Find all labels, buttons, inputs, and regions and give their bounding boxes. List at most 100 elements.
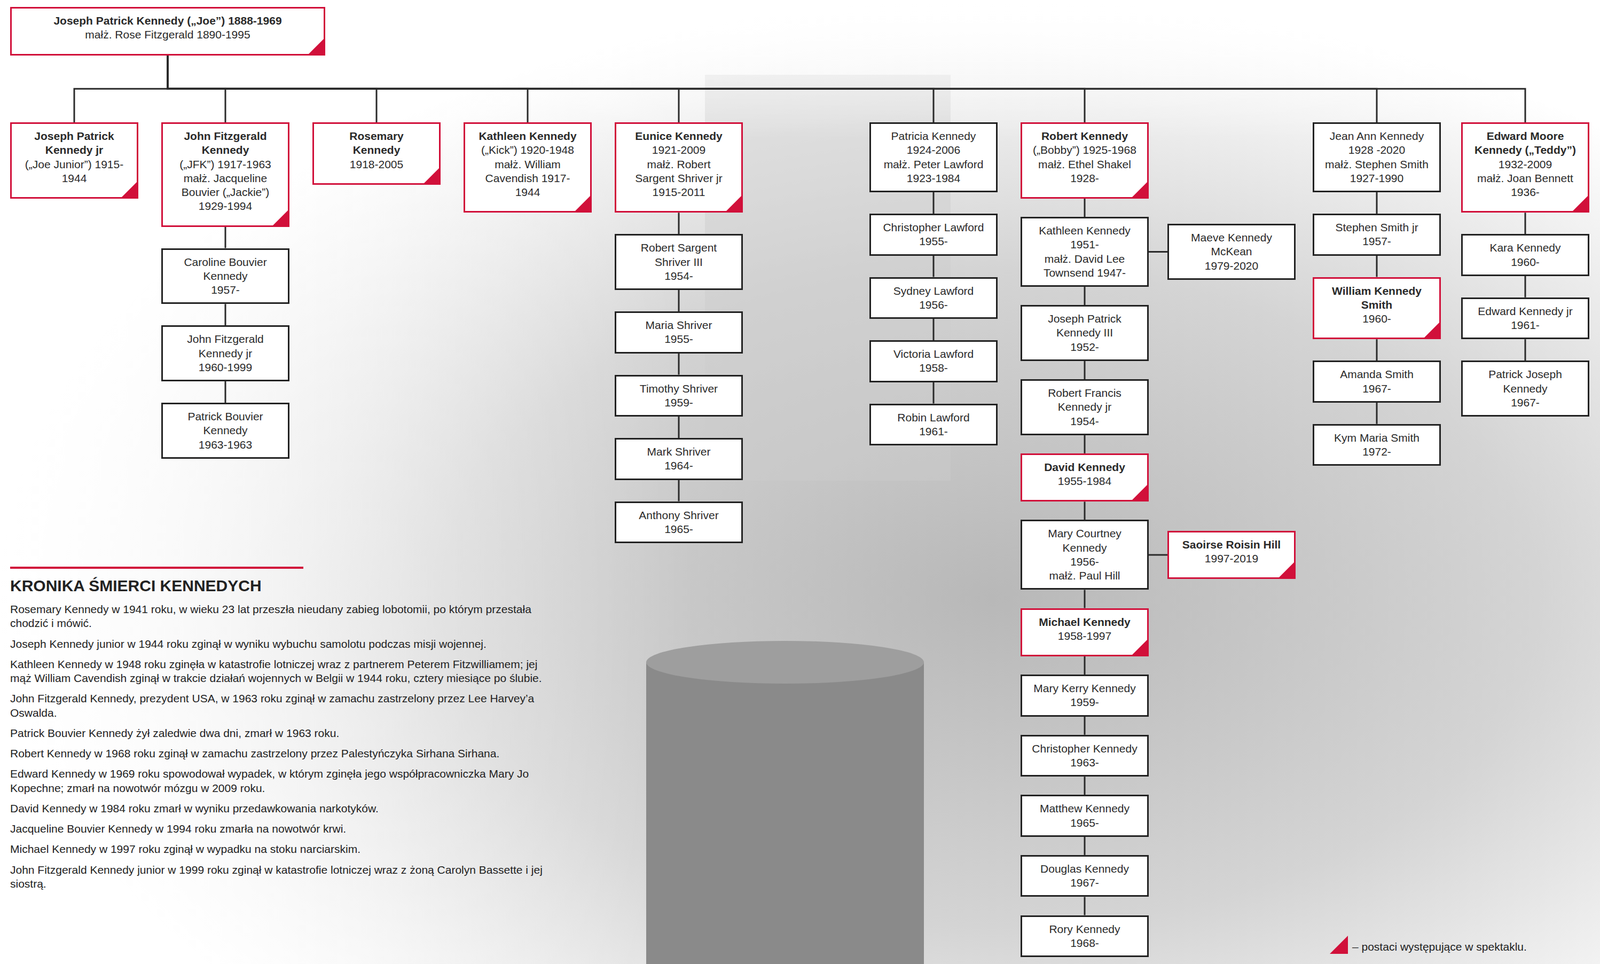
person-name: Stephen Smith jr bbox=[1321, 220, 1432, 235]
person-box-highlighted: Joseph Patrick Kennedy („Joe”) 1888-1969… bbox=[10, 6, 326, 56]
person-box-highlighted: Joseph Patrick Kennedy jr(„Joe Junior”) … bbox=[10, 122, 139, 199]
person-box: Christopher Lawford1955- bbox=[869, 213, 998, 256]
person-detail: małż. Robert Sargent Shriver jr 1915-201… bbox=[626, 157, 731, 200]
person-box: Caroline Bouvier Kennedy1957- bbox=[161, 248, 290, 305]
person-detail: 1928 -2020 bbox=[1321, 143, 1432, 158]
highlight-corner bbox=[271, 208, 290, 227]
person-name: Kathleen Kennedy bbox=[1029, 223, 1140, 238]
person-detail: 1961- bbox=[1470, 318, 1581, 333]
person-name: Joseph Patrick Kennedy III bbox=[1029, 311, 1140, 341]
person-box: Mark Shriver1964- bbox=[614, 437, 743, 481]
person-box: Maria Shriver1955- bbox=[614, 311, 743, 354]
highlight-triangle bbox=[120, 180, 139, 199]
person-name: Maeve Kennedy McKean bbox=[1176, 230, 1287, 260]
person-detail: małż. Joan Bennett 1936- bbox=[1473, 171, 1578, 200]
person-box: Kathleen Kennedy1951-małż. David Lee Tow… bbox=[1020, 216, 1149, 287]
person-name: Christopher Kennedy bbox=[1029, 741, 1140, 756]
person-name: Rosemary Kennedy bbox=[324, 129, 429, 158]
person-box: Patrick Bouvier Kennedy1963-1963 bbox=[161, 402, 290, 459]
person-name: Robert Sargent Shriver III bbox=[623, 240, 734, 270]
person-box: Kara Kennedy1960- bbox=[1461, 233, 1590, 277]
person-name: Kara Kennedy bbox=[1470, 240, 1581, 255]
person-detail: 1967- bbox=[1029, 875, 1140, 890]
person-detail: 1956- bbox=[1029, 554, 1140, 569]
person-box: Stephen Smith jr1957- bbox=[1312, 213, 1441, 256]
person-name: Timothy Shriver bbox=[623, 381, 734, 396]
highlight-corner bbox=[1277, 560, 1296, 579]
person-detail: 1959- bbox=[1029, 695, 1140, 710]
person-box: Sydney Lawford1956- bbox=[869, 277, 998, 320]
person-name: David Kennedy bbox=[1032, 460, 1137, 475]
family-connector bbox=[1084, 776, 1086, 795]
chronicle-entry: Jacqueline Bouvier Kennedy w 1994 roku z… bbox=[10, 821, 545, 836]
person-detail: małż. David Lee Townsend 1947- bbox=[1029, 252, 1140, 281]
legend-row: – postaci występujące w spektaklu. bbox=[1329, 935, 1527, 954]
chronicle-entry: David Kennedy w 1984 roku zmarł w wyniku… bbox=[10, 801, 545, 816]
person-detail: 1959- bbox=[623, 395, 734, 410]
family-connector bbox=[1084, 896, 1086, 915]
family-connector bbox=[678, 416, 680, 438]
person-box-highlighted: Michael Kennedy1958-1997 bbox=[1020, 608, 1149, 657]
person-name: Patrick Joseph Kennedy bbox=[1470, 367, 1581, 396]
person-detail: 1963- bbox=[1029, 755, 1140, 770]
person-detail: 1960-1999 bbox=[170, 360, 281, 375]
family-connector bbox=[932, 255, 935, 278]
person-detail: 1960- bbox=[1324, 311, 1429, 326]
person-detail: 1967- bbox=[1470, 395, 1581, 410]
person-box: Christopher Kennedy1963- bbox=[1020, 734, 1149, 778]
person-name: Edward Kennedy jr bbox=[1470, 304, 1581, 319]
person-detail: małż. Paul Hill bbox=[1029, 568, 1140, 583]
person-box: Mary Courtney Kennedy1956-małż. Paul Hil… bbox=[1020, 519, 1149, 590]
family-connector bbox=[678, 480, 680, 502]
person-name: Patrick Bouvier Kennedy bbox=[170, 409, 281, 438]
person-name: Douglas Kennedy bbox=[1029, 861, 1140, 876]
chronicle-entry: Joseph Kennedy junior w 1944 roku zginął… bbox=[10, 637, 545, 652]
highlight-triangle bbox=[1130, 180, 1149, 199]
person-name: Sydney Lawford bbox=[878, 284, 989, 298]
person-name: Mark Shriver bbox=[623, 444, 734, 459]
person-box: Edward Kennedy jr1961- bbox=[1461, 297, 1590, 340]
person-detail: 1958-1997 bbox=[1032, 629, 1137, 643]
highlight-triangle bbox=[573, 194, 592, 213]
person-detail: 1960- bbox=[1470, 255, 1581, 270]
family-connector bbox=[1084, 198, 1086, 217]
person-box: Matthew Kennedy1965- bbox=[1020, 794, 1149, 837]
highlight-corner bbox=[307, 37, 326, 56]
family-connector bbox=[1084, 286, 1086, 305]
person-name: Patricia Kennedy bbox=[878, 129, 989, 144]
person-name: John Fitzgerald Kennedy bbox=[173, 129, 278, 158]
person-box-highlighted: William Kennedy Smith1960- bbox=[1312, 277, 1441, 340]
family-connector bbox=[1524, 339, 1527, 361]
person-box: Mary Kerry Kennedy1959- bbox=[1020, 674, 1149, 717]
family-connector bbox=[1524, 276, 1527, 298]
person-name: Christopher Lawford bbox=[878, 220, 989, 235]
person-name: Robin Lawford bbox=[878, 410, 989, 425]
highlight-triangle bbox=[724, 194, 743, 213]
highlight-triangle bbox=[1130, 483, 1149, 502]
person-detail: 1955- bbox=[878, 234, 989, 249]
chronicle-heading: KRONIKA ŚMIERCI KENNEDYCH bbox=[10, 576, 545, 595]
person-name: Caroline Bouvier Kennedy bbox=[170, 255, 281, 284]
person-detail: małż. Ethel Shakel 1928- bbox=[1032, 157, 1137, 186]
person-detail: 1955-1984 bbox=[1032, 474, 1137, 489]
podium-top bbox=[646, 640, 924, 684]
person-box: Maeve Kennedy McKean1979-2020 bbox=[1167, 223, 1296, 280]
person-detail: 1924-2006 bbox=[878, 143, 989, 158]
family-connector bbox=[932, 192, 935, 214]
person-detail: („Kick”) 1920-1948 bbox=[475, 143, 580, 158]
person-detail: 1979-2020 bbox=[1176, 259, 1287, 273]
family-connector bbox=[1376, 402, 1378, 425]
person-detail: małż. Rose Fitzgerald 1890-1995 bbox=[22, 27, 313, 42]
person-box: Jean Ann Kennedy1928 -2020małż. Stephen … bbox=[1312, 122, 1441, 193]
person-box-highlighted: Eunice Kennedy1921-2009małż. Robert Sarg… bbox=[614, 122, 743, 213]
chronicle-entry: Kathleen Kennedy w 1948 roku zginęła w k… bbox=[10, 657, 545, 686]
person-box-highlighted: Rosemary Kennedy1918-2005 bbox=[312, 122, 441, 185]
person-name: Jean Ann Kennedy bbox=[1321, 129, 1432, 144]
person-name: Anthony Shriver bbox=[623, 508, 734, 523]
person-detail: małż. Jacqueline Bouvier („Jackie”) 1929… bbox=[173, 171, 278, 214]
person-detail: 1932-2009 bbox=[1473, 157, 1578, 172]
person-box-highlighted: Kathleen Kennedy(„Kick”) 1920-1948małż. … bbox=[463, 122, 592, 213]
person-name: Robert Kennedy bbox=[1032, 129, 1137, 144]
